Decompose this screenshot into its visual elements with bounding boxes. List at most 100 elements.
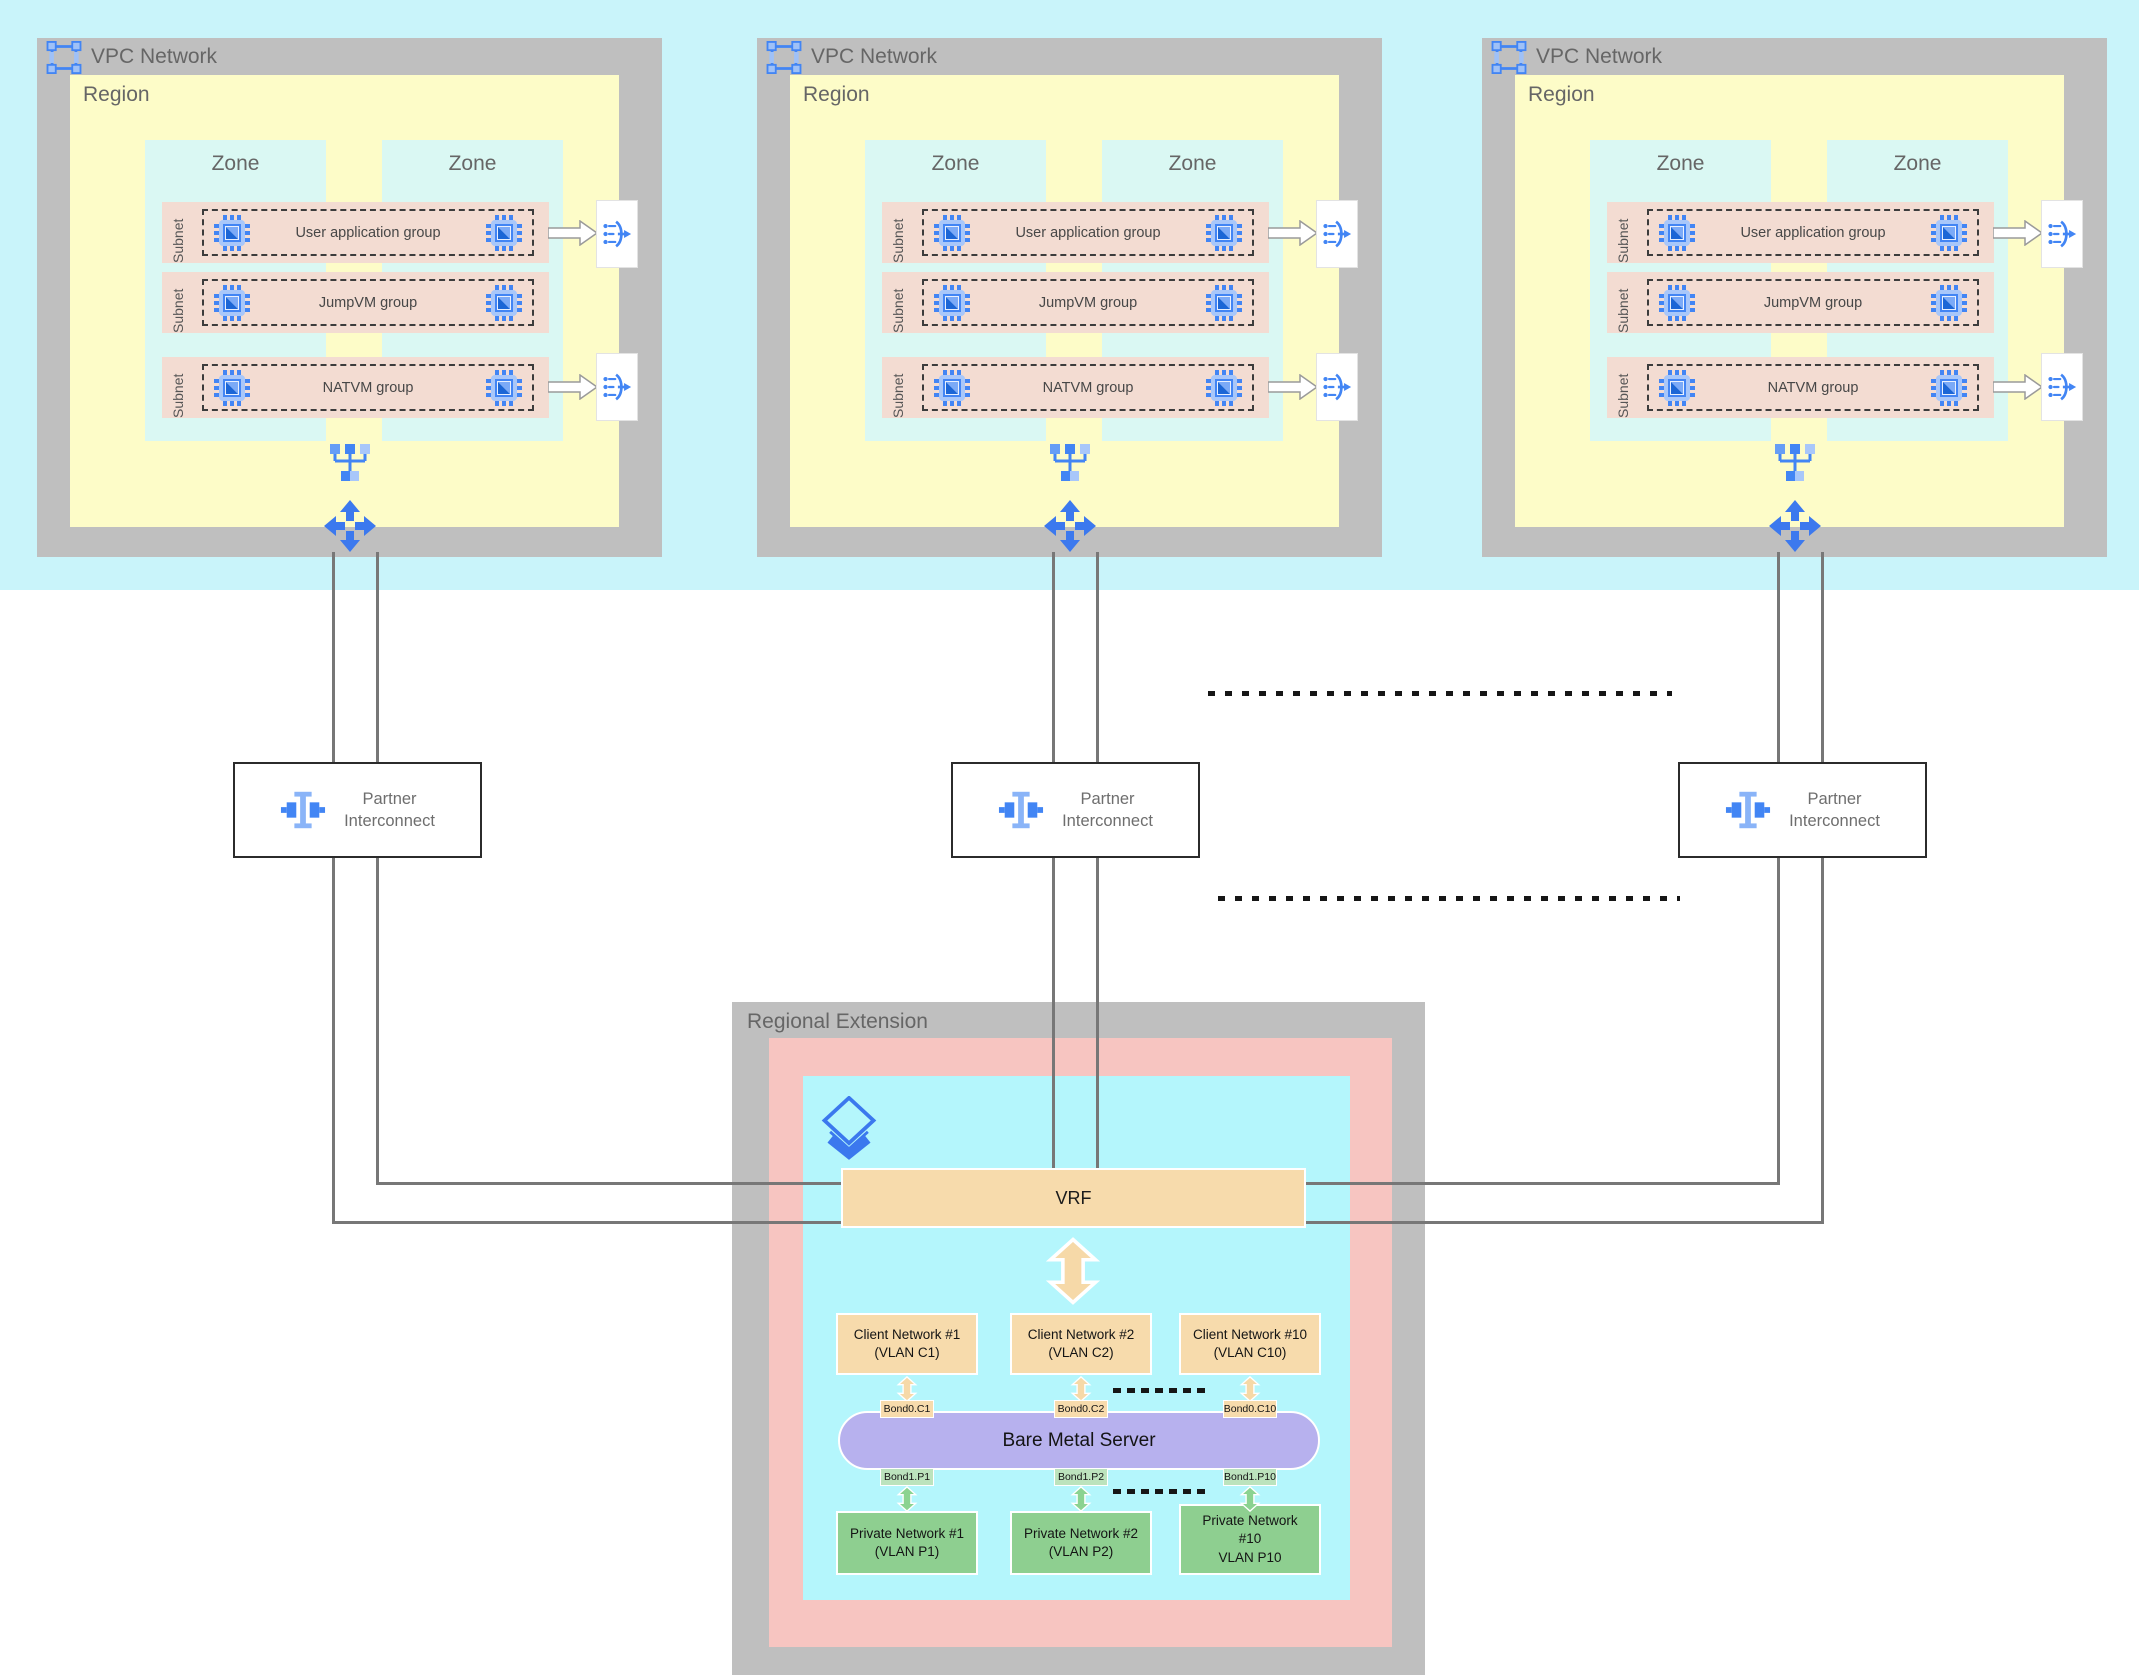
vpc-network-box-1: VPC Network Region Zone Zone Subnet User… [37, 38, 662, 557]
subnet-label: Subnet [170, 218, 186, 263]
subnet-row-natvm: Subnet NATVM group [882, 357, 1269, 418]
arrow-to-lb-icon [1993, 374, 2043, 400]
subnet-label: Subnet [170, 373, 186, 418]
bond-label: Bond1.P1 [880, 1468, 934, 1486]
bond-label: Bond1.P2 [1054, 1468, 1108, 1486]
router-arrows-icon [1044, 500, 1096, 552]
bond-text: Bond1.P2 [1057, 1471, 1105, 1483]
instance-group-box: NATVM group [922, 364, 1254, 411]
vm-icon [1659, 215, 1695, 251]
load-balancer-icon [1322, 371, 1352, 403]
vrf-label: VRF [1055, 1187, 1092, 1208]
bond-label: Bond0.C2 [1054, 1400, 1108, 1418]
private-network-name: Private Network #1 [849, 1525, 965, 1541]
private-network-vlan: VLAN P10 [1218, 1549, 1282, 1565]
arrow-to-lb-icon [1993, 220, 2043, 246]
vrf-double-arrow-icon [1046, 1231, 1100, 1311]
bond-text: Bond0.C2 [1057, 1403, 1105, 1415]
client-network-vlan: (VLAN C2) [1048, 1345, 1114, 1360]
vpc-network-box-3: VPC Network Region Zone Zone Subnet User… [1482, 38, 2107, 557]
client-network-name: Client Network #10 [1192, 1326, 1308, 1342]
vm-icon [486, 285, 522, 321]
connector-line [1821, 552, 1824, 1224]
subnet-label: Subnet [1615, 288, 1631, 333]
connector-line [377, 1182, 843, 1185]
group-label: JumpVM group [1038, 294, 1138, 311]
group-label: NATVM group [1042, 379, 1134, 396]
client-network-box: Client Network #1 (VLAN C1) [836, 1313, 978, 1375]
server-label: Bare Metal Server [1002, 1429, 1156, 1451]
client-network-name: Client Network #2 [1027, 1326, 1135, 1342]
subnet-row-user-app: Subnet User application group [162, 202, 549, 263]
instance-group-box: JumpVM group [1647, 279, 1979, 326]
vm-icon [1931, 370, 1967, 406]
vm-icon [486, 215, 522, 251]
interconnect-icon [1725, 789, 1771, 831]
bond-arrow-icon [1240, 1486, 1260, 1512]
client-network-box: Client Network #10 (VLAN C10) [1179, 1313, 1321, 1375]
private-network-box: Private Network #1 (VLAN P1) [836, 1511, 978, 1575]
load-balancer-box [1317, 201, 1357, 267]
network-hub-icon [327, 442, 373, 484]
connector-line [332, 552, 335, 1224]
connector-line [1304, 1182, 1780, 1185]
repeat-dashes [1113, 1388, 1211, 1393]
connector-line [1777, 552, 1780, 1185]
vm-icon [1659, 370, 1695, 406]
partner-interconnect-box: Partner Interconnect [233, 762, 482, 858]
load-balancer-box [597, 354, 637, 420]
region-label: Region [1528, 83, 1595, 106]
instance-group-box: User application group [202, 209, 534, 256]
subnet-label: Subnet [1615, 373, 1631, 418]
partner-interconnect-box: Partner Interconnect [951, 762, 1200, 858]
vm-icon [1659, 285, 1695, 321]
bond-arrow-icon [897, 1486, 917, 1512]
vm-icon [934, 285, 970, 321]
bond-arrow-icon [1240, 1376, 1260, 1402]
load-balancer-icon [2047, 371, 2077, 403]
private-network-vlan: (VLAN P2) [1048, 1544, 1114, 1559]
subnet-label: Subnet [170, 288, 186, 333]
load-balancer-box [2042, 201, 2082, 267]
instance-group-box: JumpVM group [202, 279, 534, 326]
vpc-header: VPC Network [37, 38, 662, 75]
instance-group-box: NATVM group [202, 364, 534, 411]
bond-label: Bond1.P10 [1223, 1468, 1277, 1486]
vm-icon [1931, 215, 1967, 251]
private-network-name: Private Network [1202, 1513, 1298, 1529]
vpc-title: VPC Network [91, 44, 218, 68]
subnet-label: Subnet [890, 373, 906, 418]
connector-line [1052, 552, 1055, 1168]
subnet-row-natvm: Subnet NATVM group [162, 357, 549, 418]
vm-icon [214, 370, 250, 406]
subnet-row-jumpvm: Subnet JumpVM group [162, 272, 549, 333]
vpc-network-box-2: VPC Network Region Zone Zone Subnet User… [757, 38, 1382, 557]
vpc-title: VPC Network [811, 44, 938, 68]
group-label: NATVM group [322, 379, 414, 396]
subnet-row-jumpvm: Subnet JumpVM group [1607, 272, 1994, 333]
arrow-to-lb-icon [548, 220, 598, 246]
vpc-icon [1490, 41, 1528, 74]
region-label: Region [803, 83, 870, 106]
vm-icon [214, 285, 250, 321]
connector-line [1304, 1221, 1824, 1224]
arrow-to-lb-icon [1268, 374, 1318, 400]
vm-icon [1206, 370, 1242, 406]
regional-extension-title: Regional Extension [747, 1010, 928, 1033]
interconnect-icon [280, 789, 326, 831]
group-label: NATVM group [1767, 379, 1859, 396]
bond-label: Bond0.C10 [1223, 1400, 1277, 1418]
private-network-number: #10 [1238, 1531, 1262, 1547]
bond-text: Bond0.C1 [883, 1403, 931, 1415]
zone-label: Zone [1168, 152, 1217, 175]
private-network-name: Private Network #2 [1023, 1525, 1139, 1541]
vrf-bar: VRF [841, 1168, 1306, 1228]
region-label: Region [83, 83, 150, 106]
client-network-box: Client Network #2 (VLAN C2) [1010, 1313, 1152, 1375]
connector-line [376, 552, 379, 1185]
private-network-box: Private Network #2 (VLAN P2) [1010, 1511, 1152, 1575]
client-network-name: Client Network #1 [853, 1326, 961, 1342]
interconnect-icon [998, 789, 1044, 831]
router-arrows-icon [324, 500, 376, 552]
